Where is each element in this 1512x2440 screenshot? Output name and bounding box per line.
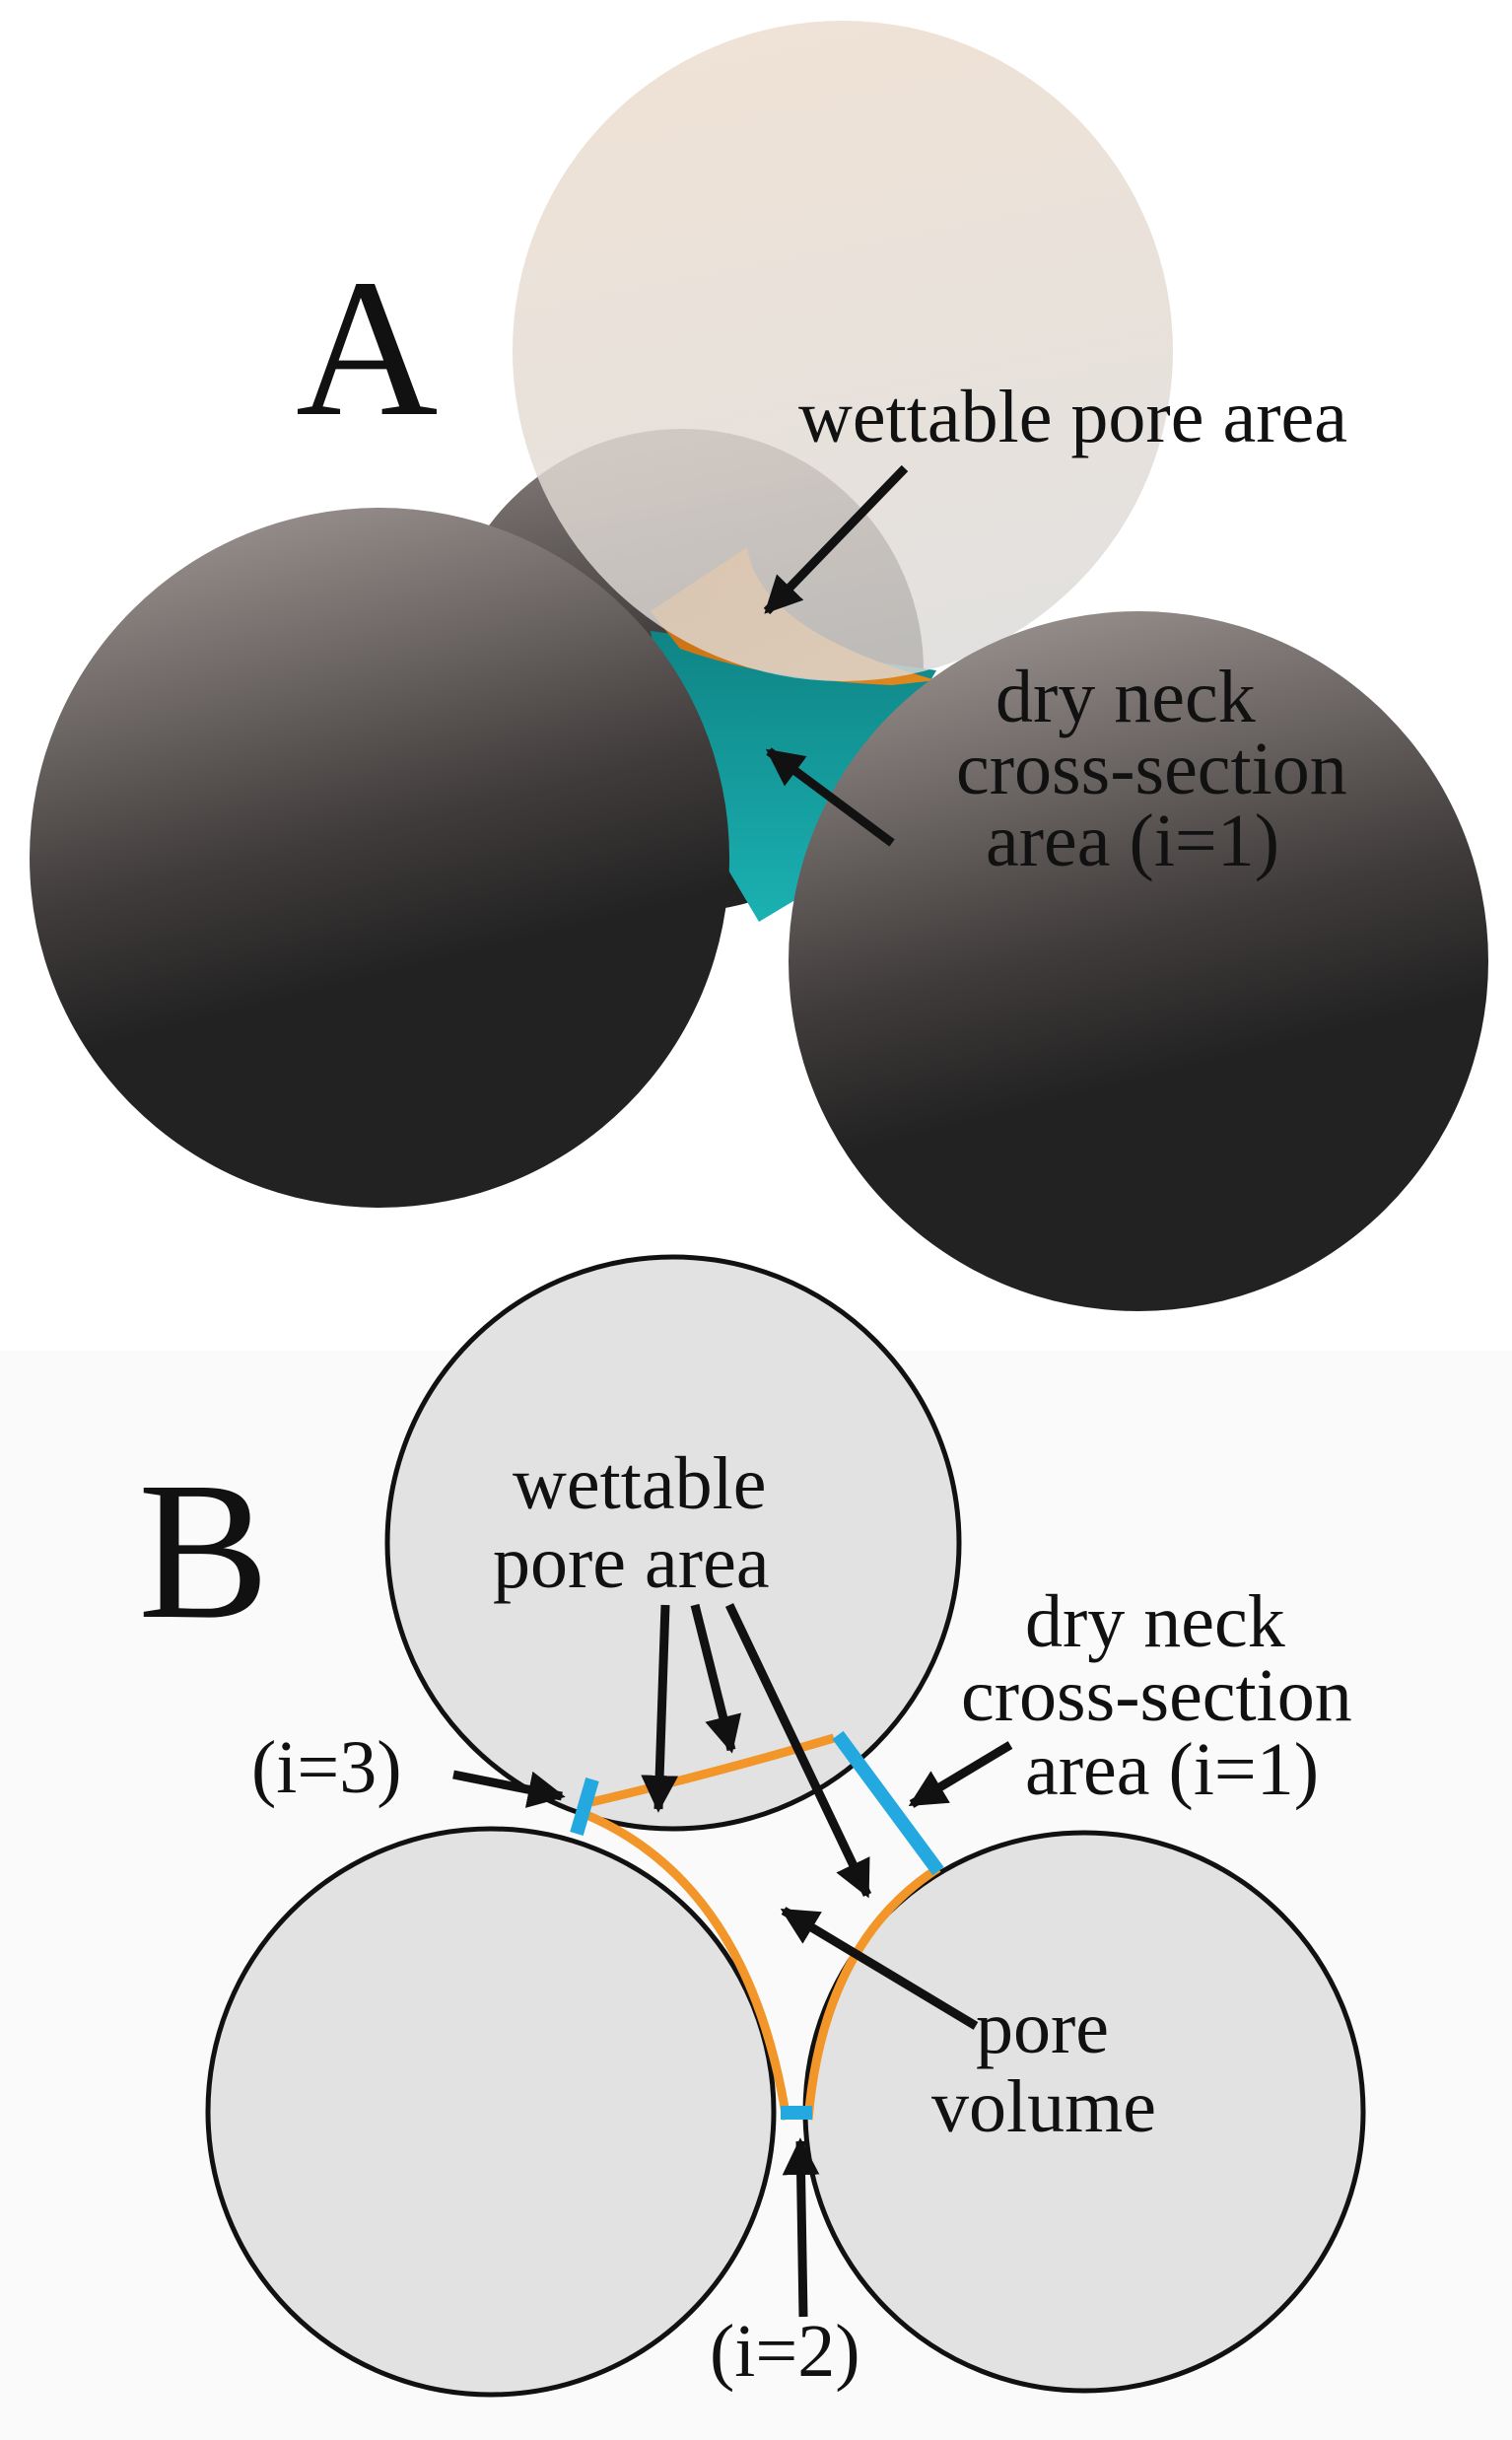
pore-arrow [780,1907,979,2030]
wettable-label-line-1-b: wettable [513,1442,766,1525]
neck-label-line-2-b: cross-section [961,1654,1352,1737]
left-circle [205,1826,777,2398]
wettable-arc-top [589,1733,836,1807]
neck3-label: (i=3) [251,1726,402,1809]
wettable-arrow-b-2 [690,1603,742,1754]
wettable-arrow-a [763,464,909,615]
panel-b-letter: B [138,1442,269,1660]
wettable-arc-right [803,1864,941,2121]
panel-b: B wettable pore area dry neck cross-sect… [0,1254,1512,2440]
wettable-pore-area-label-a: wettable pore area [798,376,1347,458]
panel-a-letter: A [296,240,438,457]
neck2-arrow [782,2137,820,2318]
neck-label-line-1-b: dry neck [1025,1580,1285,1663]
neck-label-line-1-a: dry neck [996,656,1256,738]
neck-line-1 [832,1730,944,1876]
panel-a: A wettable pore area dry neck cross-sect… [30,21,1488,1311]
neck-label-line-2-a: cross-section [956,728,1347,810]
wettable-label-line-2-b: pore area [493,1521,770,1604]
neck-line-3 [570,1778,599,1836]
wettable-arrow-b-1 [641,1604,679,1813]
wettable-arrow-b-3 [724,1603,872,1899]
top-circle [384,1254,962,1832]
neck-arrow-b [908,1741,1013,1808]
neck3-arrow [452,1770,566,1808]
top-sphere [513,21,1173,681]
wettable-arc-left [583,1809,791,2121]
neck-label-line-3-a: area (i=1) [986,800,1279,882]
right-sphere [789,611,1488,1311]
neck-label-line-3-b: area (i=1) [1025,1728,1319,1811]
left-sphere [30,508,729,1208]
pore-label-line-1: pore [976,1987,1109,2069]
pore-label-line-2: volume [931,2065,1156,2148]
neck-arrow-a [765,747,895,847]
neck2-label: (i=2) [710,2310,860,2393]
